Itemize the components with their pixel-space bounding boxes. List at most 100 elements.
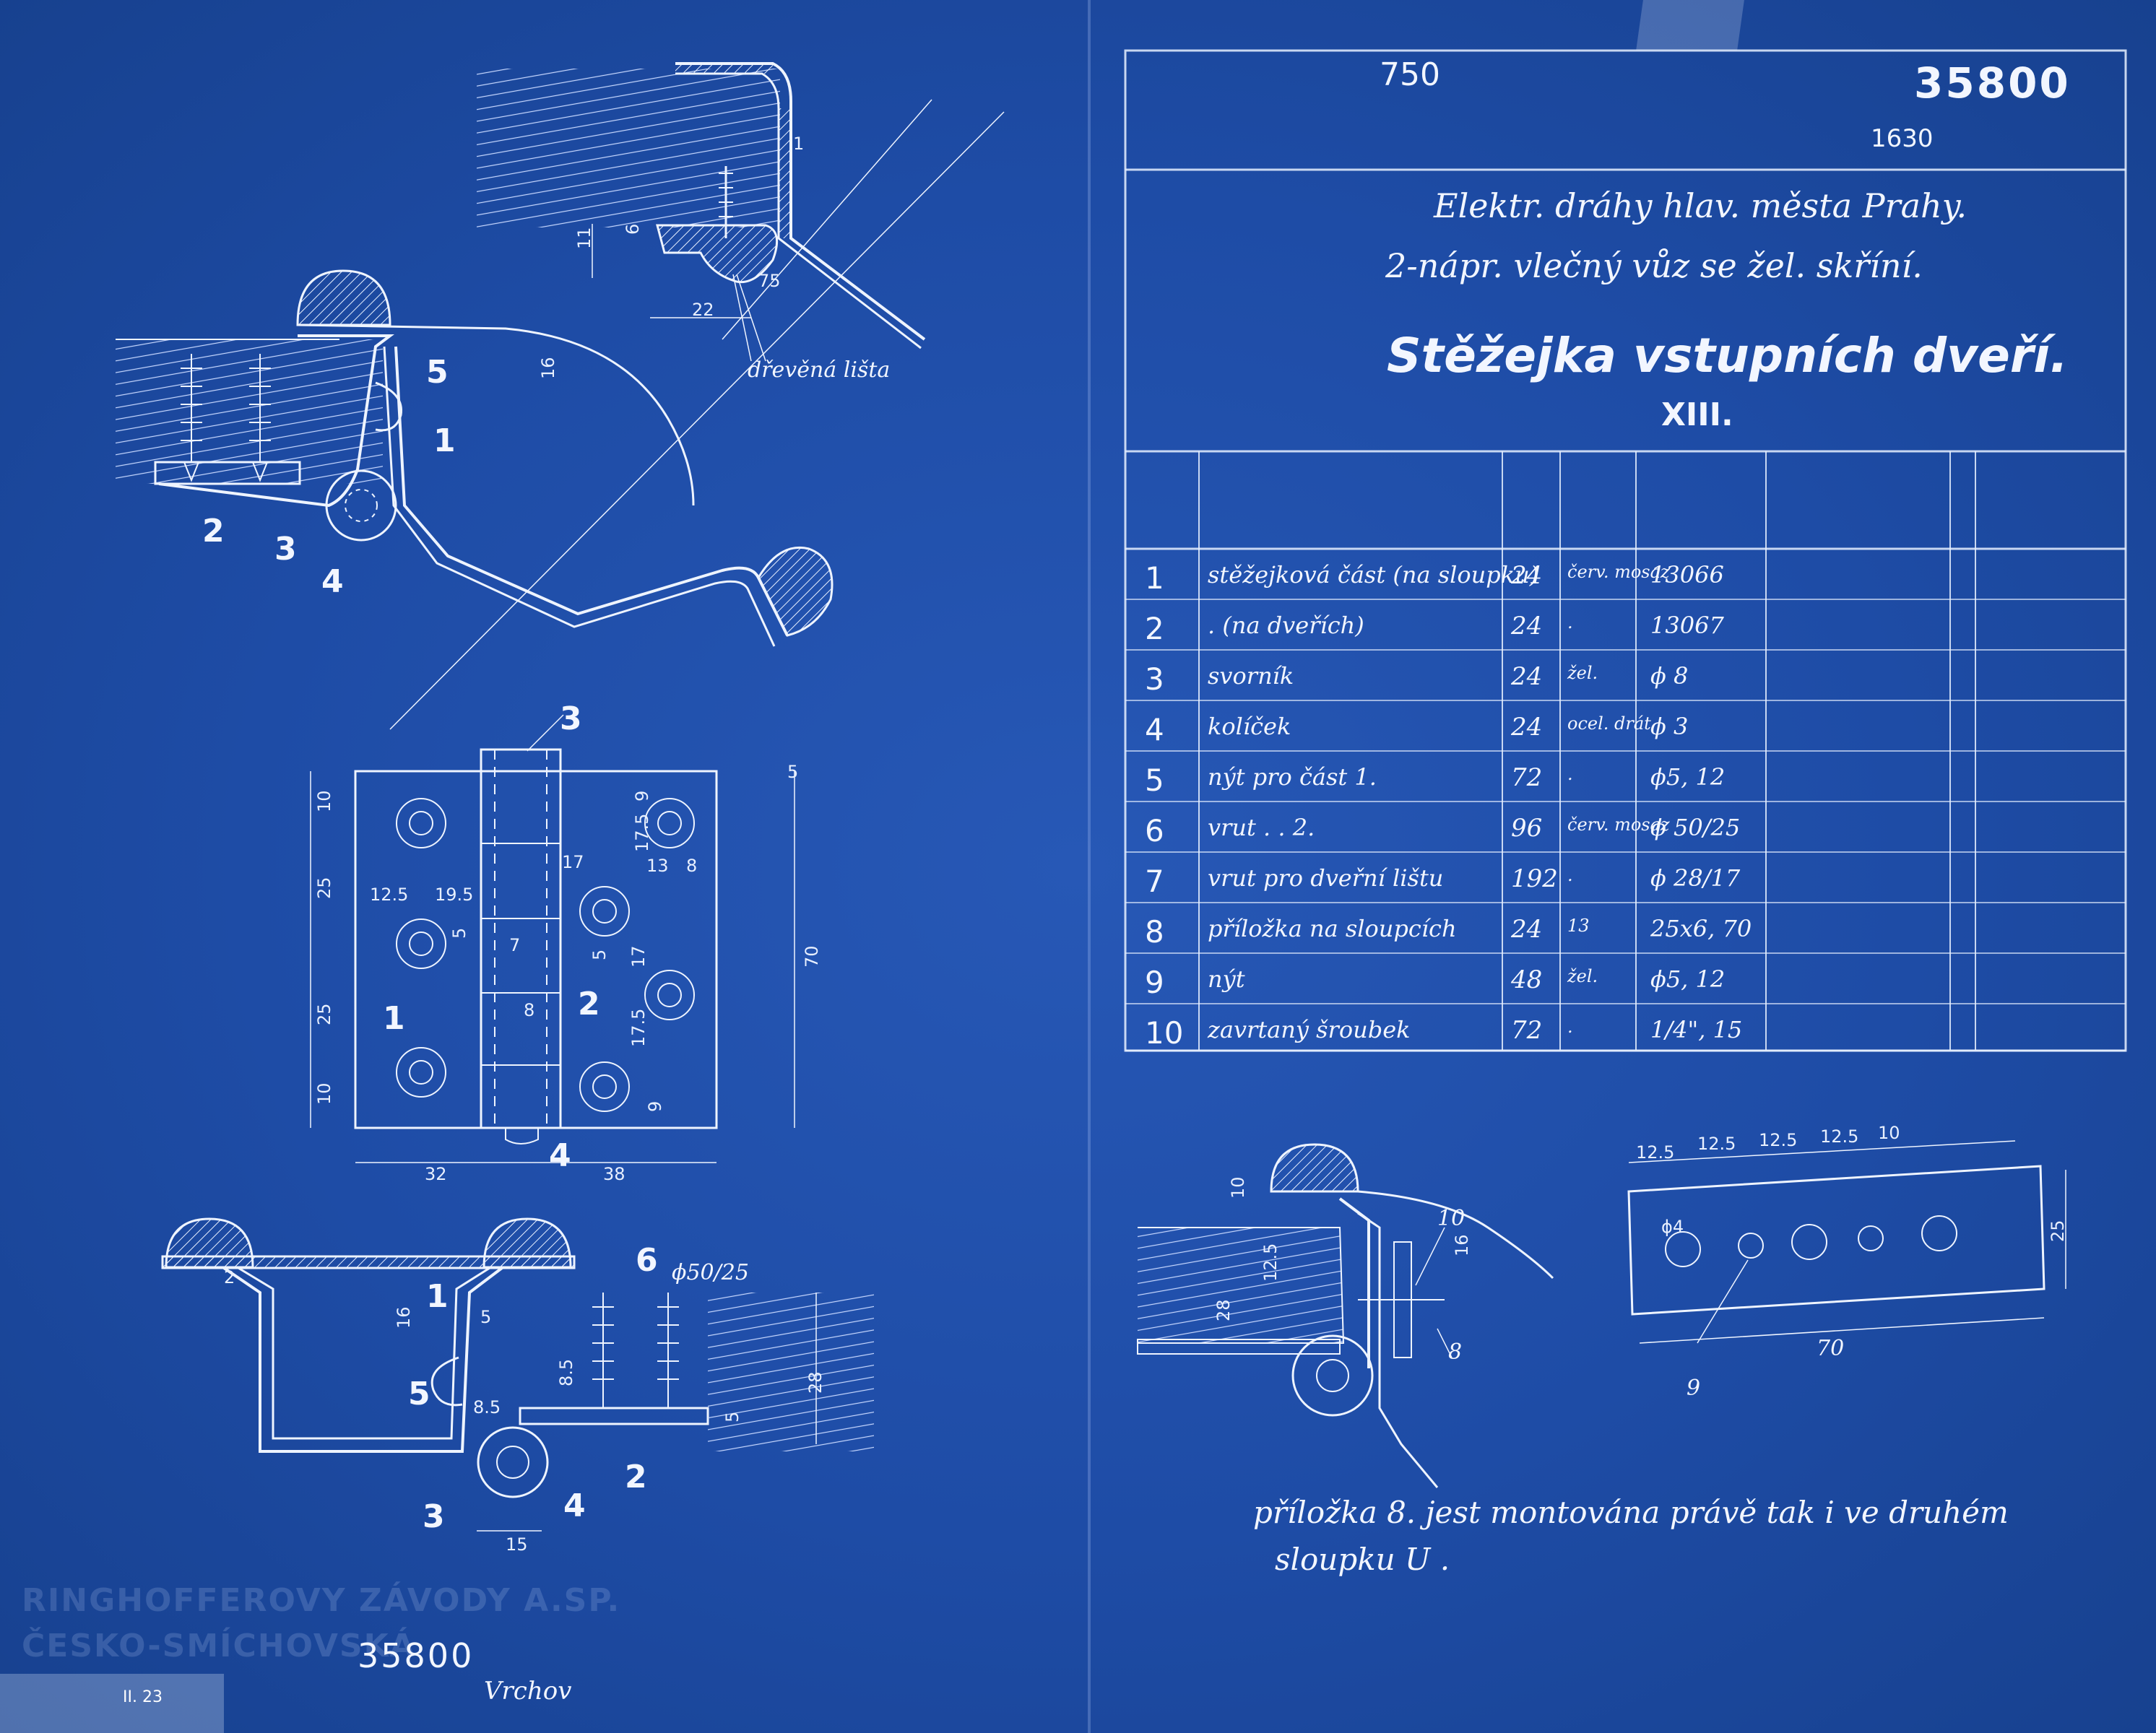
dimension-label: 16	[394, 1306, 414, 1329]
rivet-head-top	[296, 269, 391, 326]
part-material: .	[1567, 764, 1573, 784]
dimension-label: 17	[562, 852, 584, 872]
hinge-leaf-1	[158, 334, 394, 508]
part-material: 13	[1567, 916, 1590, 936]
part-dimension: ϕ 50/25	[1650, 814, 1741, 841]
detail-pillar-section	[1137, 1143, 1554, 1488]
wood-lath-profile	[656, 224, 779, 284]
dimension-label: 4	[563, 1487, 586, 1524]
hinge-body-lower	[222, 1267, 503, 1453]
dimension-label: 10	[314, 790, 334, 812]
dimension-label: 10	[1228, 1176, 1248, 1199]
part-name: . (na dveřích)	[1208, 612, 1364, 639]
dimension-label: 12.5	[1820, 1126, 1859, 1147]
company-stamp-line-1: RINGHOFFEROVY ZÁVODY A.SP.	[22, 1582, 621, 1619]
part-name: příložka na sloupcích	[1208, 915, 1457, 942]
dimension-label: 11	[574, 227, 594, 249]
dimension-label: 5	[426, 354, 449, 391]
part-dimension: 13066	[1650, 561, 1724, 588]
drawing-roman-number: XIII.	[1661, 396, 1733, 433]
dimension-label: 32	[425, 1164, 447, 1184]
dimension-label: 15	[506, 1534, 528, 1555]
dimension-label: 9	[632, 790, 652, 802]
part-material: červ. mosaz	[1567, 815, 1670, 835]
dimension-label: ϕ4	[1661, 1217, 1684, 1237]
dimension-label: 9	[1687, 1376, 1701, 1401]
part-name: svorník	[1208, 662, 1294, 690]
part-qty: 24	[1511, 662, 1543, 691]
part-number: 6	[1145, 813, 1164, 848]
dimension-label: 8	[524, 1000, 535, 1020]
pin-lower	[477, 1426, 549, 1498]
dimension-label: 10	[1878, 1123, 1900, 1143]
stamp-date: II. 23	[123, 1688, 163, 1706]
dimension-label: 12.5	[1260, 1243, 1281, 1282]
dimension-label: 1	[426, 1278, 449, 1315]
knuckle	[480, 748, 562, 1129]
dimension-label: 8	[1448, 1339, 1463, 1365]
part-dimension: ϕ 8	[1650, 662, 1689, 690]
screws-lower	[592, 1293, 679, 1408]
hinge-leaf-2	[394, 346, 789, 636]
dimension-label: 3	[274, 531, 297, 568]
top-section-view	[389, 62, 1005, 730]
dimension-label: 16	[1452, 1234, 1472, 1256]
dimension-label: 28	[1213, 1299, 1234, 1321]
door-leaf-curve	[297, 323, 695, 506]
dimension-label: 8.5	[473, 1397, 501, 1417]
part-number: 3	[1145, 661, 1164, 697]
dimension-label: 25	[2048, 1220, 2068, 1242]
dimension-label: 10	[314, 1082, 334, 1105]
dimension-label: ϕ50/25	[672, 1260, 749, 1285]
dimension-label: 17.5	[632, 813, 652, 852]
signature: Vrchov	[484, 1677, 572, 1706]
dimension-label: 38	[603, 1164, 625, 1184]
center-line-1	[722, 99, 932, 340]
part-number: 4	[1145, 712, 1164, 747]
part-dimension: ϕ 3	[1650, 713, 1689, 740]
dimension-label: 9	[645, 1100, 665, 1112]
part-dimension: ϕ5, 12	[1650, 763, 1726, 791]
dimension-label: 3	[423, 1498, 445, 1535]
drawing-ref-top: 750	[1380, 56, 1440, 93]
part-number: 8	[1145, 914, 1164, 950]
dimension-label: 2	[224, 1267, 235, 1287]
part-qty: 24	[1511, 612, 1543, 640]
dimension-label: 75	[758, 271, 781, 291]
part-dimension: ϕ5, 12	[1650, 965, 1726, 993]
part-material: žel.	[1567, 663, 1598, 683]
part-number: 1	[1145, 560, 1164, 596]
dimension-label: 17.5	[628, 1008, 649, 1047]
front-view	[310, 748, 795, 1163]
part-qty: 48	[1511, 965, 1543, 994]
dimension-label: 4	[321, 563, 344, 600]
dimension-label: 7	[509, 935, 521, 955]
client-line: Elektr. dráhy hlav. města Prahy.	[1434, 186, 1967, 225]
dimension-label: 12.5	[1759, 1130, 1798, 1150]
part-material: .	[1567, 1017, 1573, 1037]
part-material: .	[1567, 612, 1573, 633]
holes-left	[396, 798, 446, 1098]
dimension-label: 70	[1817, 1336, 1845, 1361]
dimension-label: 2	[625, 1459, 647, 1495]
part-dimension: 13067	[1650, 612, 1724, 639]
part-name: vrut . . 2.	[1208, 814, 1315, 841]
part-qty: 24	[1511, 915, 1543, 944]
dimension-label: 13	[646, 856, 669, 876]
part-name: nýt pro část 1.	[1208, 763, 1377, 791]
base-plate	[154, 461, 301, 485]
part-number: 10	[1145, 1015, 1184, 1051]
part-name: kolíček	[1208, 713, 1291, 740]
drawing-title: Stěžejka vstupních dveří.	[1387, 328, 2069, 383]
dimension-label: 5	[787, 762, 799, 782]
dimension-label: 19.5	[435, 885, 474, 905]
part-qty: 192	[1511, 864, 1558, 893]
screws-upper	[181, 354, 271, 482]
rivet-5	[375, 381, 403, 432]
part-qty: 72	[1511, 763, 1543, 792]
part-qty: 72	[1511, 1016, 1543, 1045]
part-material: ocel. drát	[1567, 713, 1651, 734]
upper-hinge-section	[116, 269, 834, 647]
part-name: nýt	[1208, 965, 1245, 993]
dimension-label: 2	[202, 513, 225, 550]
